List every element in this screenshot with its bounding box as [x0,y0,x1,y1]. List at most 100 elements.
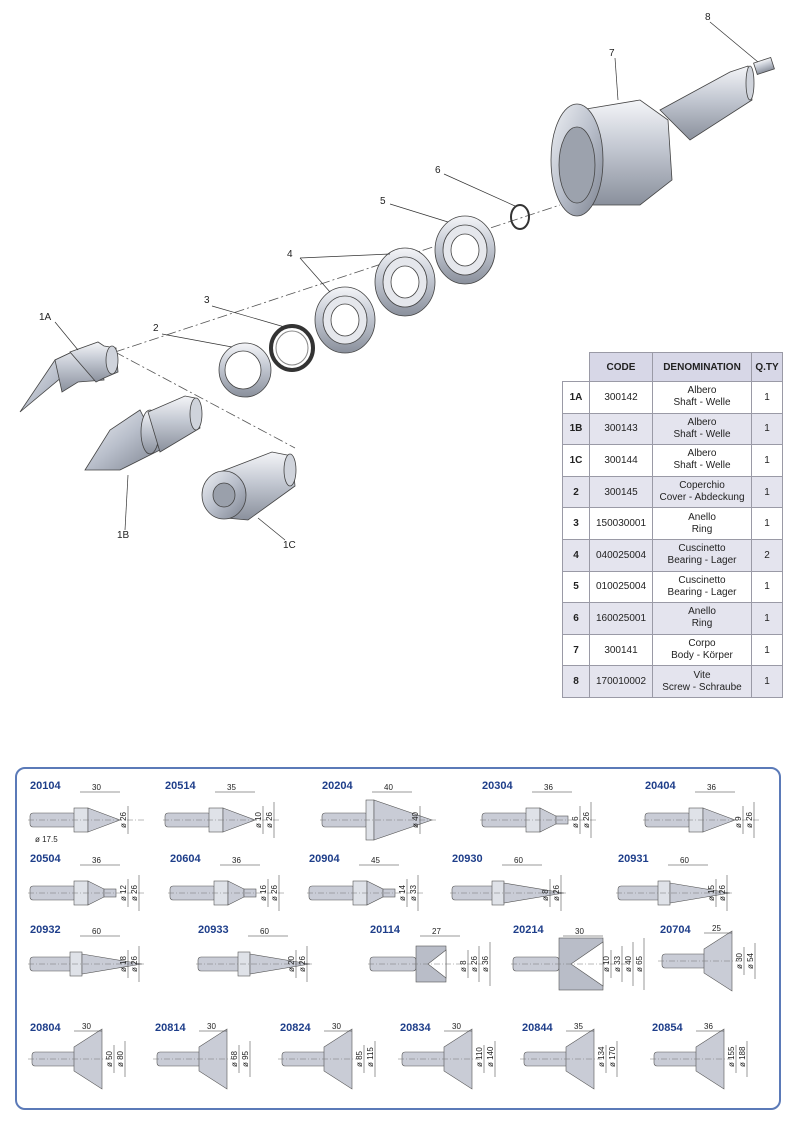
catalog-code: 20114 [370,924,400,936]
denomination-en-de: Ring [691,523,713,535]
diameter-dimension: ø 10 [254,811,263,828]
part-qty: 1 [751,633,783,667]
catalog-code: 20933 [198,924,229,936]
part-key: 3 [562,507,590,540]
catalog-code: 20824 [280,1022,311,1034]
part-qty: 1 [751,507,783,540]
diameter-dimension: ø 115 [366,1047,375,1067]
catalog-code: 20214 [513,924,544,936]
catalog-code: 20404 [645,780,676,792]
diameter-dimension: ø 16 [259,884,268,901]
catalog-code: 20854 [652,1022,683,1034]
part-8-screw [753,57,775,75]
diameter-dimension: ø 170 [608,1046,617,1067]
part-code: 010025004 [589,570,653,604]
callout-6: 6 [435,165,441,176]
catalog-code: 20704 [660,924,691,936]
callout-2: 2 [153,323,159,334]
part-key: 4 [562,538,590,572]
callout-5: 5 [380,196,386,207]
part-code: 300144 [589,444,653,477]
denomination-en-de: Shaft - Welle [673,460,731,472]
part-code: 040025004 [589,538,653,572]
diameter-dimension: ø 26 [265,811,274,828]
denomination-it: Anello [688,606,716,618]
diameter-dimension: ø 12 [119,884,128,901]
denomination-it: Albero [687,448,717,460]
part-code: 160025001 [589,602,653,635]
live-center-points-catalog [15,767,781,1110]
diameter-dimension: ø 40 [624,955,633,972]
callout-3: 3 [204,295,210,306]
header-denomination: DENOMINATION [652,352,752,382]
callout-1a: 1A [39,312,52,323]
diameter-dimension: ø 26 [582,811,591,828]
part-qty: 1 [751,444,783,477]
diameter-dimension: ø 140 [486,1046,495,1067]
part-key: 7 [562,633,590,667]
denomination-it: Corpo [688,638,716,650]
diameter-dimension: ø 10 [602,955,611,972]
length-dimension: 30 [575,927,584,936]
length-dimension: 45 [371,856,380,865]
diameter-dimension: ø 15 [707,884,716,901]
diameter-dimension: ø 33 [613,955,622,972]
header-code: CODE [589,352,653,382]
diameter-dimension: ø 26 [745,811,754,828]
diameter-dimension: ø 14 [398,884,407,901]
catalog-code: 20834 [400,1022,431,1034]
part-key: 5 [562,570,590,604]
catalog-code: 20804 [30,1022,61,1034]
denomination-it: Cuscinetto [678,574,726,586]
denomination-en-de: Shaft - Welle [673,428,731,440]
diameter-dimension: ø 20 [287,955,296,972]
part-qty: 1 [751,475,783,509]
part-qty: 1 [751,412,783,446]
catalog-code: 20814 [155,1022,186,1034]
callout-8: 8 [705,12,711,23]
callout-7: 7 [609,48,615,59]
part-key: 6 [562,602,590,635]
diameter-dimension: ø 26 [130,955,139,972]
length-dimension: 60 [260,927,269,936]
part-qty: 1 [751,570,783,604]
length-dimension: 35 [227,783,236,792]
diameter-dimension: ø 65 [635,955,644,972]
part-code: 300143 [589,412,653,446]
part-qty: 1 [751,381,783,414]
denomination-en-de: Ring [691,618,713,630]
diameter-dimension: ø 26 [298,955,307,972]
part-key: 1C [562,444,590,477]
diameter-dimension: ø 26 [470,955,479,972]
length-dimension: 60 [92,927,101,936]
point-drawing-cone: 30ø 26ø 17.5 [28,783,145,844]
denomination-en-de: Shaft - Welle [673,397,731,409]
part-qty: 2 [751,538,783,572]
part-code: 300141 [589,633,653,667]
length-dimension: 30 [92,783,101,792]
